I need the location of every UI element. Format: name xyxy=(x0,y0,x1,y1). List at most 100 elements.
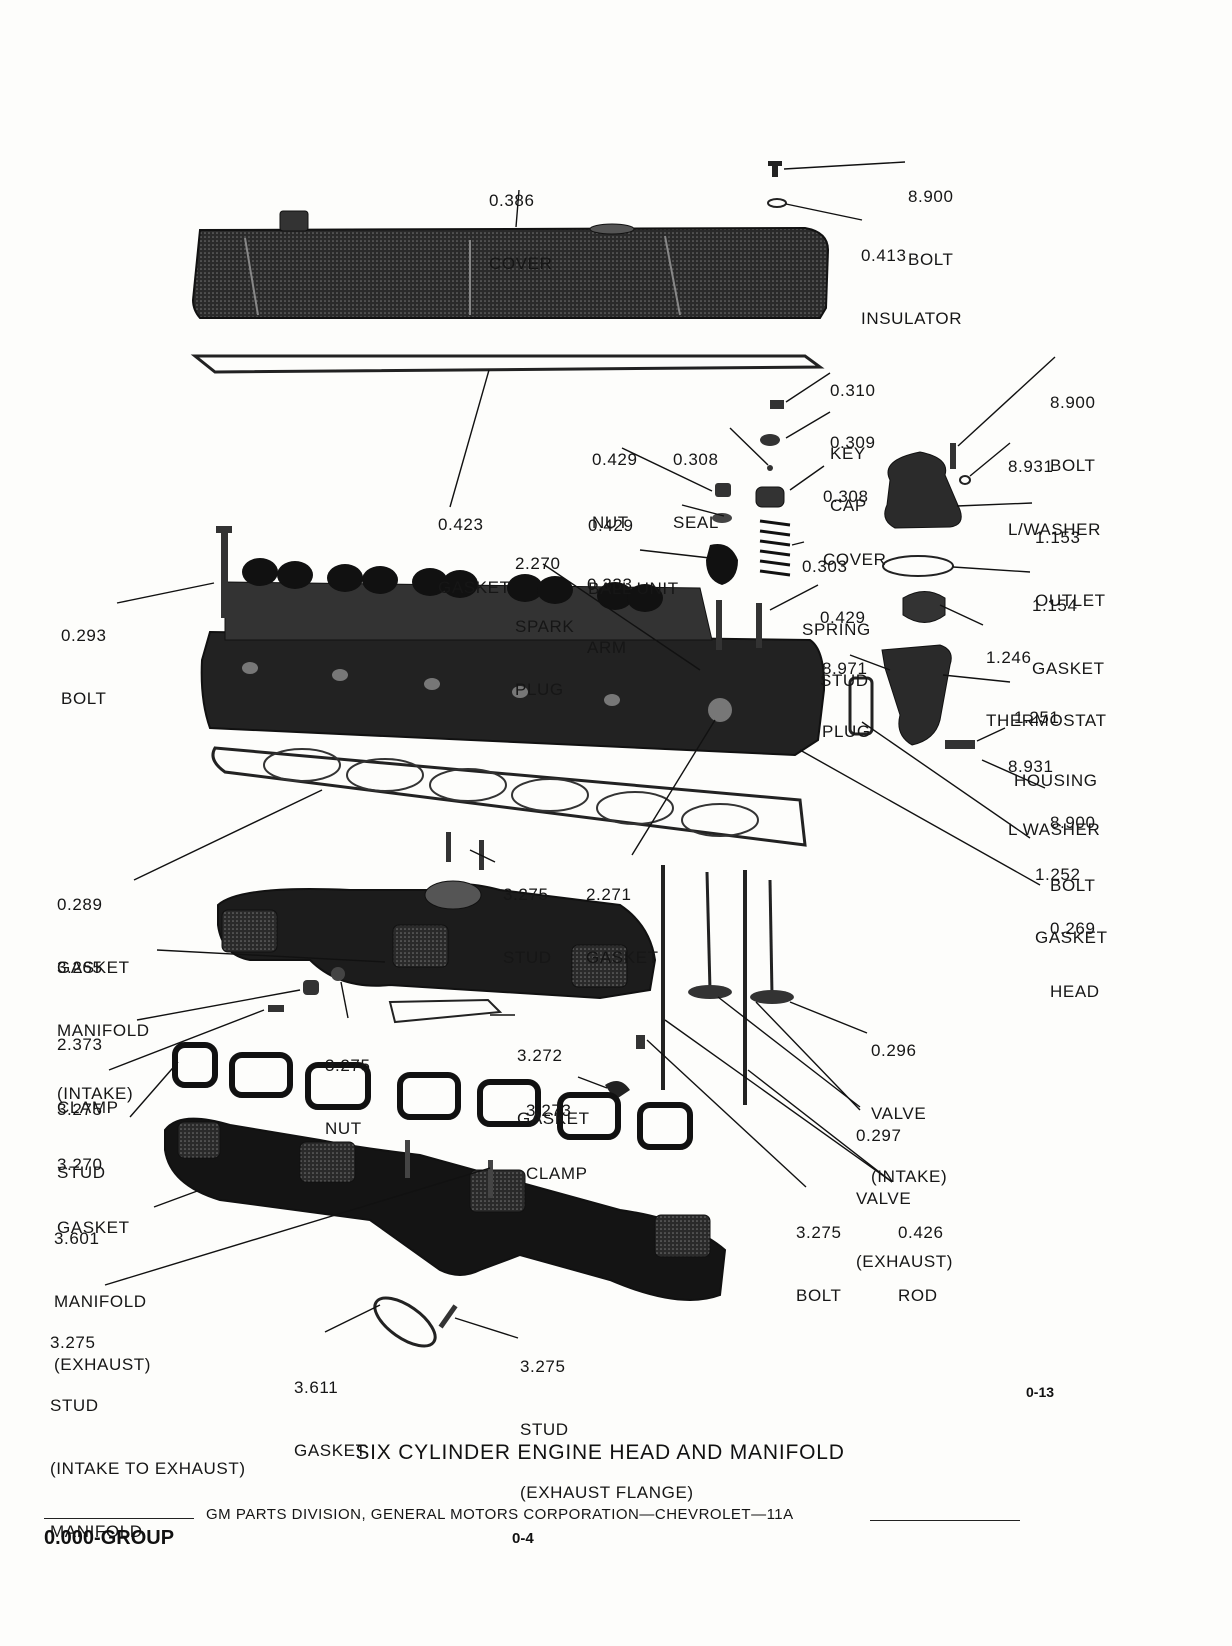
part-name: HOUSING xyxy=(1014,771,1098,790)
part-name: BOLT xyxy=(1050,456,1096,475)
head-gasket xyxy=(211,746,807,847)
label-valve-exhaust: 0.297 VALVE (EXHAUST) xyxy=(856,1083,953,1293)
part-name: GASKET xyxy=(1032,659,1105,678)
part-name: PLUG xyxy=(822,722,871,741)
part-name-2: (EXHAUST) xyxy=(856,1252,954,1271)
part-name: CAP xyxy=(830,496,867,515)
leader-lines xyxy=(104,161,1056,1339)
exhaust-manifold xyxy=(164,1117,727,1348)
label-thermostat: 1.246 THERMOSTAT xyxy=(986,605,1107,752)
part-name: VALVE xyxy=(871,1104,927,1123)
part-number: 0.303 xyxy=(802,557,848,576)
label-gasket-housing: 1.252 GASKET xyxy=(1035,822,1108,969)
footer-rule-left xyxy=(44,1518,194,1519)
part-number: 2.270 xyxy=(515,554,561,573)
part-number: 3.275 xyxy=(796,1223,842,1242)
part-name: GASKET xyxy=(1035,928,1108,947)
part-number: 0.308 xyxy=(673,450,719,469)
label-clamp-manifold: 3.273 CLAMP xyxy=(526,1058,588,1205)
part-name-2: (INTAKE TO EXHAUST) xyxy=(50,1459,246,1478)
part-name: NUT xyxy=(325,1119,362,1138)
part-number: 2.373 xyxy=(57,1035,103,1054)
part-number: 0.413 xyxy=(861,246,907,265)
page-title: SIX CYLINDER ENGINE HEAD AND MANIFOLD xyxy=(355,1441,845,1464)
label-stud-intake-exhaust: 3.275 STUD (INTAKE TO EXHAUST) MANIFOLD xyxy=(50,1290,246,1563)
part-number: 3.275 xyxy=(325,1056,371,1075)
part-name: CLAMP xyxy=(57,1098,119,1117)
label-clamp: 2.373 CLAMP xyxy=(57,992,119,1139)
part-name: STUD xyxy=(503,948,552,967)
label-bolt-head: 0.293 BOLT xyxy=(61,583,107,730)
part-number: 3.275 xyxy=(503,885,549,904)
part-number: 8.971 xyxy=(822,659,868,678)
part-number: 0.426 xyxy=(898,1223,944,1242)
part-number: 3.265 xyxy=(57,958,103,977)
part-name: L WASHER xyxy=(1008,820,1101,839)
label-bolt-outlet: 8.900 BOLT xyxy=(1050,350,1096,497)
label-lwasher-housing: 8.931 L WASHER xyxy=(1008,714,1100,861)
label-rod: 0.426 ROD xyxy=(898,1180,944,1327)
label-gasket-cover: 0.423 GASKET xyxy=(438,472,511,619)
water-outlet-parts xyxy=(848,443,975,749)
footer-group: 0.000-GROUP xyxy=(44,1527,175,1549)
footer-page-number: 0-4 xyxy=(512,1530,534,1547)
label-cap: 0.309 CAP xyxy=(830,390,876,537)
part-name: THERMOSTAT xyxy=(986,711,1107,730)
label-valve-intake: 0.296 VALVE (INTAKE) xyxy=(871,998,947,1208)
label-outlet: 1.153 OUTLET xyxy=(1035,485,1106,632)
label-insulator: 0.413 INSULATOR xyxy=(861,203,962,350)
part-name-2: (INTAKE) xyxy=(57,1084,134,1103)
part-number: 1.251 xyxy=(1014,708,1060,727)
part-name: STUD xyxy=(820,671,869,690)
label-head: 0.269 HEAD xyxy=(1050,876,1100,1023)
footer-rule-right xyxy=(870,1520,1020,1521)
label-seal: 0.308 SEAL xyxy=(673,407,719,554)
part-number: 8.900 xyxy=(1050,393,1096,412)
part-name: MANIFOLD xyxy=(57,1021,150,1040)
part-name: SPRING xyxy=(802,620,871,639)
part-name: CLAMP xyxy=(526,1164,588,1183)
part-number: 0.423 xyxy=(438,515,484,534)
part-number: 3.601 xyxy=(54,1229,100,1248)
figure-number: 0-13 xyxy=(1026,1384,1055,1400)
rocker-cover xyxy=(191,210,830,319)
part-number: 3.275 xyxy=(50,1333,96,1352)
part-number: 3.272 xyxy=(517,1046,563,1065)
part-number: 8.900 xyxy=(1050,813,1096,832)
part-name: STUD xyxy=(57,1163,106,1182)
footer-publisher: GM PARTS DIVISION, GENERAL MOTORS CORPOR… xyxy=(206,1506,794,1523)
label-lwasher-outlet: 8.931 L/WASHER xyxy=(1008,414,1101,561)
part-number: 0.429 xyxy=(820,608,866,627)
part-number: 0.293 xyxy=(61,626,107,645)
part-number: 3.275 xyxy=(520,1357,566,1376)
part-name: BOLT xyxy=(908,250,954,269)
part-name: GASKET xyxy=(517,1109,590,1128)
label-valve-cover: 0.308 COVER xyxy=(823,444,886,591)
label-stud-clamp: 3.275 STUD xyxy=(57,1057,106,1204)
part-number: 0.297 xyxy=(856,1126,902,1145)
label-bolt-top: 8.900 BOLT xyxy=(908,144,954,291)
part-number: 0.296 xyxy=(871,1041,917,1060)
label-spring: 0.303 SPRING xyxy=(802,514,871,661)
part-name-2: (EXHAUST FLANGE) xyxy=(520,1483,694,1502)
label-gasket-flange: 3.611 GASKET xyxy=(294,1335,367,1482)
label-gasket-head: 0.289 GASKET xyxy=(57,852,130,999)
part-name: SPARK xyxy=(515,617,575,636)
small-fasteners xyxy=(268,967,645,1100)
part-name: KEY xyxy=(830,444,866,463)
label-arm: 0.333 ARM xyxy=(587,532,633,679)
part-number: 1.252 xyxy=(1035,865,1081,884)
label-stud-rocker: 0.429 STUD xyxy=(820,565,869,712)
part-number: 0.309 xyxy=(830,433,876,452)
part-name: COVER xyxy=(489,254,553,273)
part-number: 2.271 xyxy=(586,885,632,904)
part-number: 3.273 xyxy=(526,1101,572,1120)
part-name: INSULATOR xyxy=(861,309,963,328)
part-number: 8.900 xyxy=(908,187,954,206)
part-name-2: (INTAKE) xyxy=(871,1167,948,1186)
part-number: 0.386 xyxy=(489,191,535,210)
part-name: VALVE xyxy=(856,1189,912,1208)
part-name: BALL UNIT xyxy=(588,579,679,598)
label-gasket-outlet: 1.154 GASKET xyxy=(1032,553,1105,700)
